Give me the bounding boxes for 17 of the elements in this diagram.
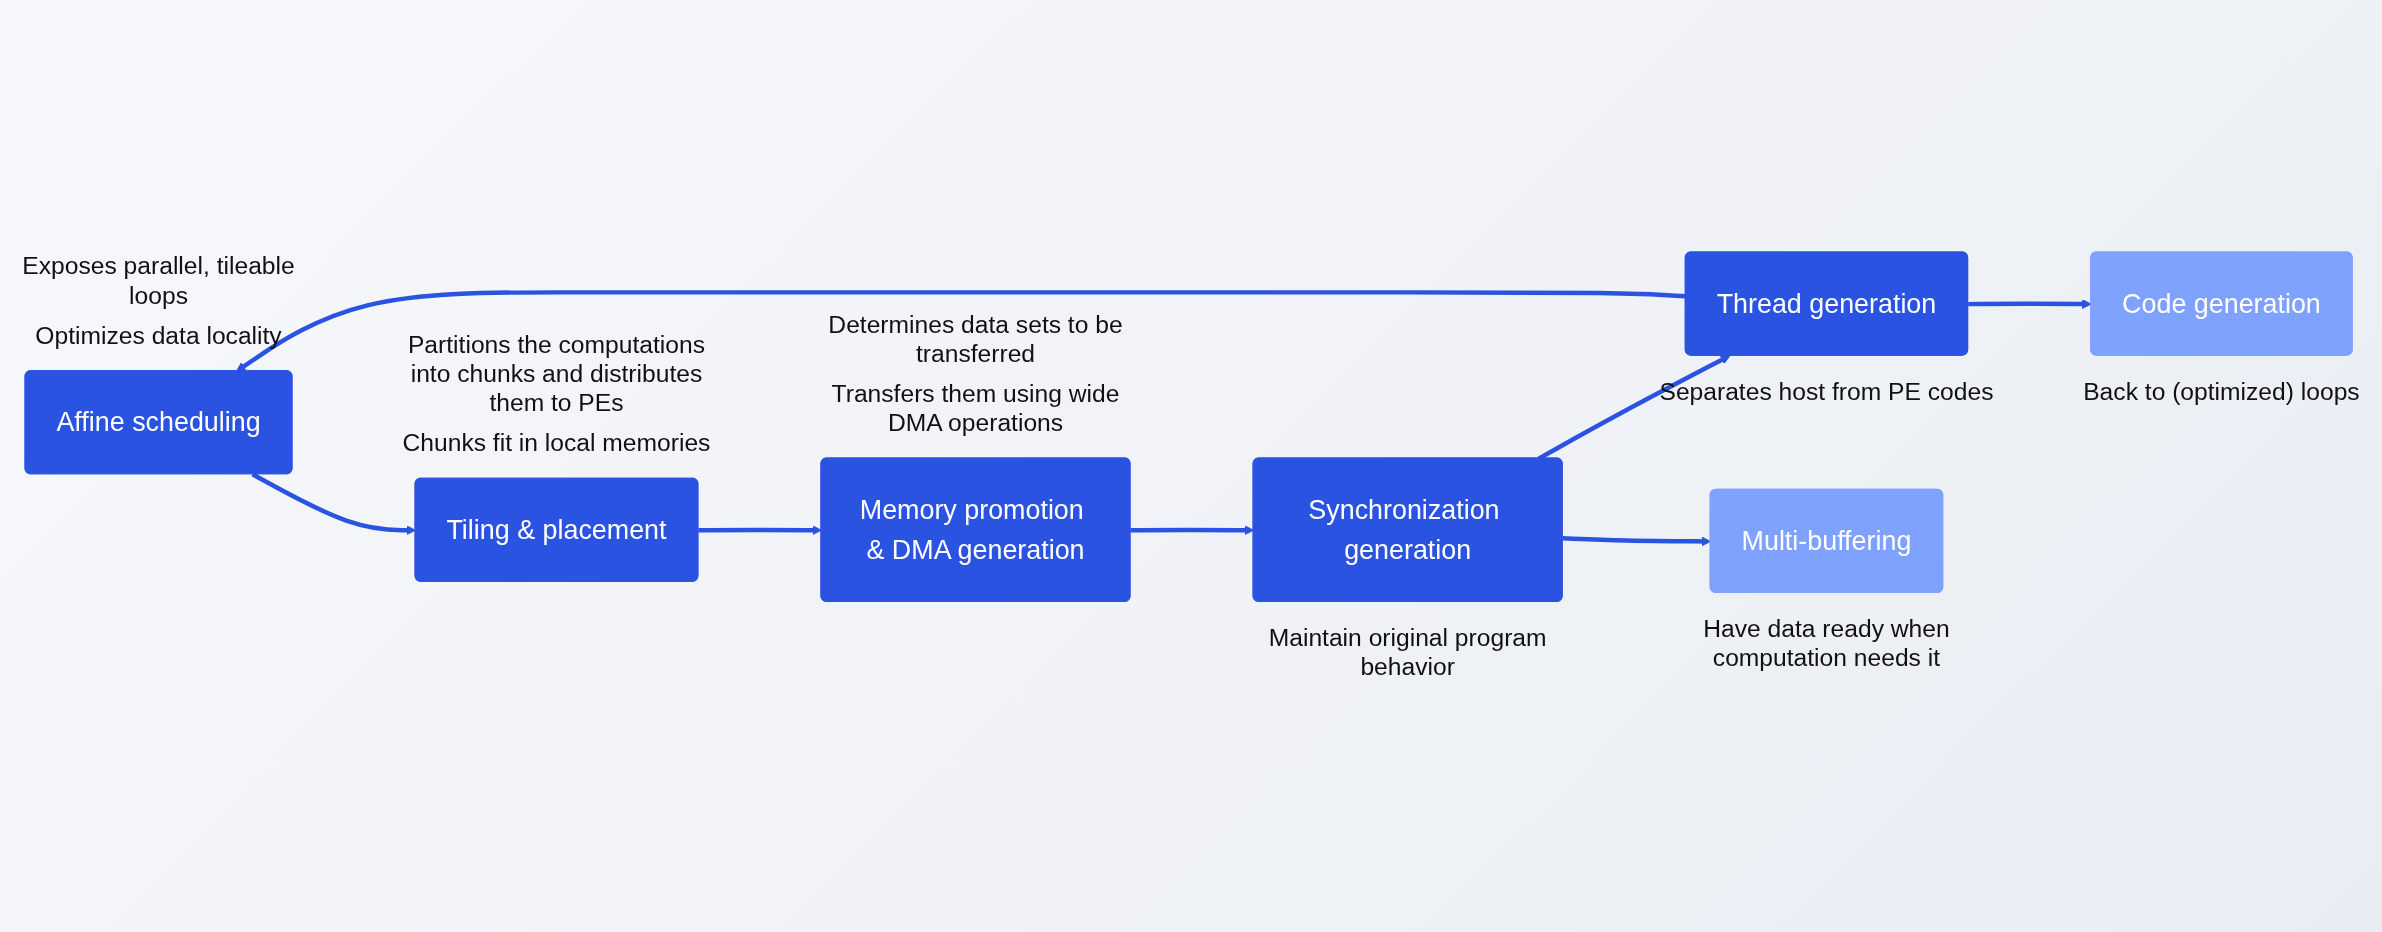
- process-box: Memory promotion & DMA generation: [820, 457, 1131, 602]
- annotation-text: Separates host from PE codes: [1659, 377, 1994, 405]
- process-box: Multi-buffering: [1709, 488, 1944, 593]
- process-box: Code generation: [2090, 251, 2353, 356]
- annotation-text: Have data ready when computation needs it: [1703, 615, 1950, 672]
- annotation-text: Partitions the computations into chunks and distributes them to PEs: [407, 330, 705, 417]
- process-box: Affine scheduling: [24, 370, 293, 475]
- process-box: Thread generation: [1684, 251, 1969, 356]
- annotation-text: Exposes parallel, tileable loops: [22, 252, 295, 309]
- annotation-text: Determines data sets to be transferred: [828, 310, 1123, 367]
- process-box: Synchronization generation: [1252, 457, 1563, 602]
- annotation-text: Transfers them using wide DMA operations: [831, 380, 1120, 437]
- annotation-text: Maintain original program behavior: [1268, 624, 1547, 681]
- annotation-text: Back to (optimized) loops: [2083, 377, 2360, 405]
- annotation-text: Optimizes data locality: [35, 321, 282, 349]
- annotation-text: Chunks fit in local memories: [402, 429, 711, 457]
- process-box: Tiling & placement: [414, 477, 699, 582]
